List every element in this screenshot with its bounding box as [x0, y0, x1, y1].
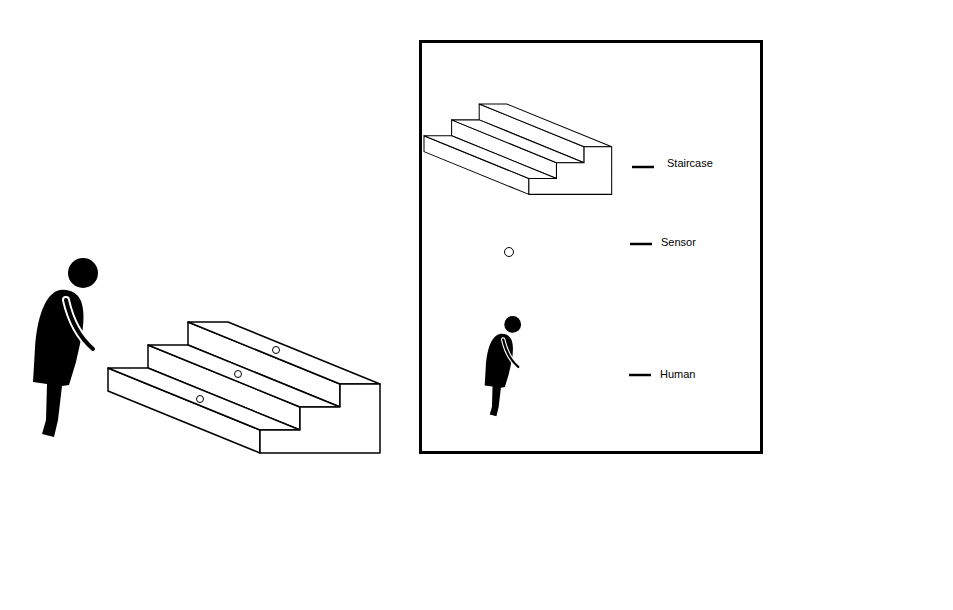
legend-dash	[629, 374, 651, 377]
legend-dash	[632, 166, 654, 169]
sensor-dot	[235, 371, 242, 378]
staircase-drawing	[108, 322, 380, 453]
legend-staircase-sample	[424, 104, 612, 194]
human-figure	[33, 258, 98, 437]
sensor-dot	[197, 396, 204, 403]
legend-label: Staircase	[667, 156, 713, 170]
sensor-dot	[273, 347, 280, 354]
legend-label: Sensor	[661, 235, 696, 249]
legend-sensor-sample	[505, 248, 514, 257]
legend-border	[421, 42, 762, 453]
legend-label: Human	[660, 367, 695, 381]
legend-dash	[630, 243, 652, 246]
legend-human-sample	[485, 316, 521, 416]
